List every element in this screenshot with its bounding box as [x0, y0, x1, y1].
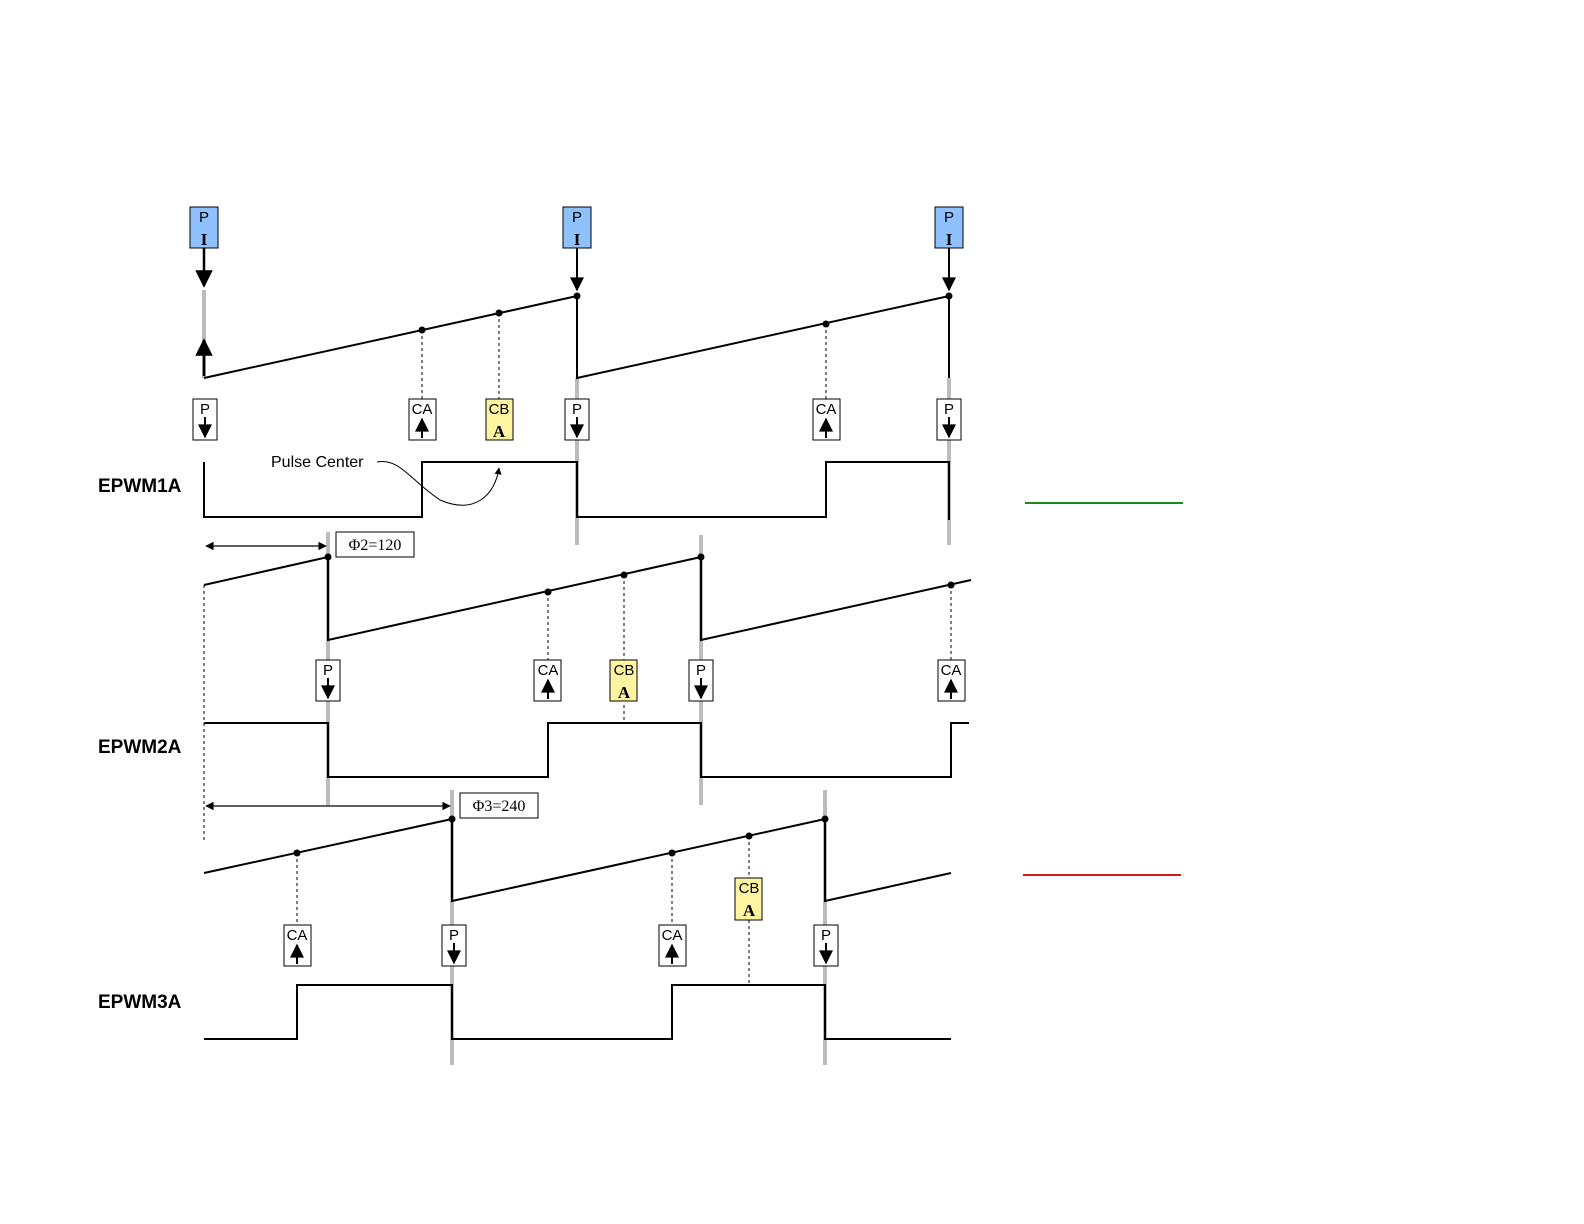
event-period-down: P	[937, 399, 961, 440]
event-period-text: P	[449, 927, 459, 944]
event-compare-a-up: CA	[938, 660, 965, 701]
event-period-down: P	[193, 399, 217, 440]
event-compare-a-up: CA	[813, 399, 840, 440]
event-ca-text: CA	[287, 927, 308, 944]
event-compare-b: CB A	[735, 878, 762, 920]
event-cb-text: CB	[489, 401, 510, 418]
event-action-text: A	[743, 901, 756, 920]
phase3-label: Φ3=240	[473, 798, 526, 815]
event-compare-a-up: CA	[534, 660, 561, 701]
event-period-text: P	[323, 662, 333, 679]
event-period-text: P	[572, 401, 582, 418]
sync-input-text: I	[201, 230, 208, 249]
epwm3a-output	[204, 985, 951, 1039]
pulse-center-label: Pulse Center	[271, 454, 364, 471]
sync-event-2: P I	[563, 207, 591, 290]
event-ca-text: CA	[538, 662, 559, 679]
event-ca-text: CA	[662, 927, 683, 944]
compare-dots	[294, 293, 955, 857]
sync-event-3: P I	[935, 207, 963, 290]
sync-input-text: I	[574, 230, 581, 249]
event-period-text: P	[944, 401, 954, 418]
event-cb-text: CB	[739, 880, 760, 897]
event-compare-b: CB A	[486, 399, 513, 441]
event-ca-text: CA	[412, 401, 433, 418]
epwm2a-label: EPWM2A	[98, 737, 182, 758]
sync-period-text: P	[572, 209, 582, 226]
event-cb-text: CB	[614, 662, 635, 679]
phase2-label: Φ2=120	[349, 537, 402, 554]
epwm2-counter	[204, 557, 971, 640]
event-period-down: P	[316, 660, 340, 701]
event-ca-text: CA	[816, 401, 837, 418]
event-period-down: P	[442, 925, 466, 966]
event-period-text: P	[200, 401, 210, 418]
sync-period-text: P	[199, 209, 209, 226]
event-compare-a-up: CA	[659, 925, 686, 966]
sync-period-text: P	[944, 209, 954, 226]
event-compare-a-up: CA	[409, 399, 436, 440]
event-compare-b: CB A	[610, 660, 637, 702]
epwm3-counter	[204, 819, 951, 901]
sync-event-1: P I	[190, 207, 218, 286]
event-period-down: P	[565, 399, 589, 440]
event-period-down: P	[689, 660, 713, 701]
sync-input-text: I	[946, 230, 953, 249]
event-compare-a-up: CA	[284, 925, 311, 966]
event-action-text: A	[493, 422, 506, 441]
epwm3a-label: EPWM3A	[98, 992, 182, 1013]
event-period-down: P	[814, 925, 838, 966]
pulse-center-arrow	[377, 462, 499, 506]
event-action-text: A	[618, 683, 631, 702]
event-ca-text: CA	[941, 662, 962, 679]
epwm2a-output	[204, 723, 969, 777]
epwm1-counter	[204, 296, 949, 378]
event-period-text: P	[821, 927, 831, 944]
event-period-text: P	[696, 662, 706, 679]
epwm1a-label: EPWM1A	[98, 476, 182, 497]
